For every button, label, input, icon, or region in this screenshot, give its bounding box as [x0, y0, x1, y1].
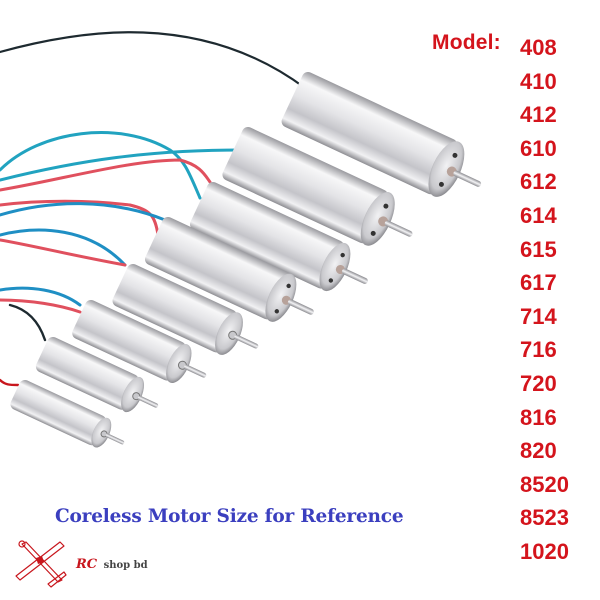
- motor-2: [222, 126, 413, 246]
- model-item: 816: [520, 404, 557, 430]
- motor-4: [144, 216, 314, 322]
- model-item: 612: [520, 169, 557, 195]
- brand-logo: RC shop bd: [10, 536, 180, 592]
- model-item: 1020: [520, 538, 569, 564]
- model-item: 410: [520, 68, 557, 94]
- model-item: 617: [520, 270, 557, 296]
- logo-shop: shop bd: [103, 560, 148, 571]
- model-item: 610: [520, 135, 557, 161]
- model-item: 408: [520, 35, 557, 60]
- model-item: 820: [520, 438, 557, 464]
- model-item: 614: [520, 202, 557, 228]
- model-item: 714: [520, 303, 557, 329]
- motor-7: [35, 336, 159, 413]
- model-item: 8523: [520, 505, 569, 531]
- wires: [0, 31, 307, 387]
- motor-3: [189, 181, 368, 292]
- model-item: 8520: [520, 471, 569, 497]
- model-item: 615: [520, 236, 557, 262]
- model-item: 716: [520, 337, 557, 363]
- logo-rc: RC: [76, 557, 98, 572]
- model-item: 720: [520, 370, 557, 396]
- caption: Coreless Motor Size for Reference: [55, 506, 404, 527]
- airplane-icon: [15, 540, 67, 588]
- motor-8: [10, 379, 125, 448]
- motor-1: [281, 71, 482, 197]
- model-label: Model:: [432, 31, 501, 54]
- model-list: 408 410 412 610 612 614 615 617 714 716 …: [520, 31, 569, 569]
- logo-text: RC shop bd: [76, 555, 148, 573]
- motor-5: [112, 263, 259, 355]
- model-item: 412: [520, 102, 557, 128]
- motor-6: [72, 299, 207, 384]
